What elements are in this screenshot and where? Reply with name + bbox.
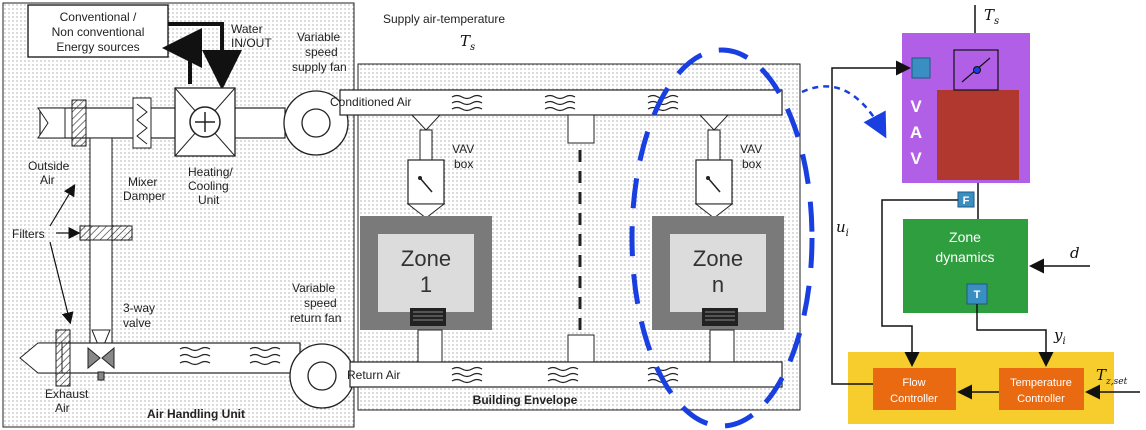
vav-letter-3: V bbox=[910, 149, 922, 168]
mixing-duct-vertical bbox=[89, 137, 113, 349]
flow-controller-block bbox=[873, 368, 956, 410]
water-out-arrow bbox=[162, 28, 202, 84]
setpoint-label: Tz,set bbox=[1096, 366, 1128, 387]
temperature-controller-label-1: Temperature bbox=[1010, 377, 1072, 389]
zone-1-interior bbox=[378, 234, 474, 312]
return-duct-building bbox=[349, 361, 783, 388]
energy-sources-label-3: Energy sources bbox=[56, 40, 139, 54]
zone-1-label: Zone bbox=[401, 246, 451, 271]
supply-fan-label-2: speed bbox=[305, 45, 338, 59]
yi-feedback-line bbox=[976, 304, 1054, 367]
return-duct-ahu bbox=[39, 342, 301, 374]
ui-control-line bbox=[831, 60, 911, 385]
valve-label-2: valve bbox=[123, 316, 151, 330]
highlight-pointer-arrow bbox=[801, 85, 887, 139]
filter-element bbox=[79, 225, 133, 241]
water-label-1: Water bbox=[231, 22, 263, 36]
valve-label-1: 3-way bbox=[123, 301, 155, 315]
control-loop-panel: Ts V A V F Zone dynamics T d Flow Contro… bbox=[831, 5, 1140, 424]
outside-air-label-1: Outside bbox=[28, 159, 70, 173]
zone-n-label: Zone bbox=[693, 246, 743, 271]
vav-damper-icon bbox=[953, 49, 999, 91]
heating-label-2: Cooling bbox=[188, 179, 229, 193]
return-air-label: Return Air bbox=[347, 368, 400, 382]
outside-air-inlet bbox=[37, 107, 66, 139]
vav-box-1-label-1: VAV bbox=[452, 142, 474, 156]
zone-n-interior bbox=[670, 234, 766, 312]
yi-label: yi bbox=[1053, 326, 1066, 347]
return-fan-label-1: Variable bbox=[292, 281, 335, 295]
vav-box-zone-n bbox=[695, 159, 733, 205]
return-fan-label-2: speed bbox=[304, 296, 337, 310]
energy-sources-label-1: Conventional / bbox=[60, 10, 137, 24]
temperature-sensor-label: T bbox=[974, 289, 981, 301]
exhaust-label-2: Air bbox=[55, 401, 70, 415]
filters-label: Filters bbox=[12, 227, 45, 241]
exhaust-label-1: Exhaust bbox=[45, 387, 89, 401]
temperature-controller-block bbox=[999, 368, 1084, 410]
exhaust-damper bbox=[55, 329, 71, 387]
supply-fan-label-1: Variable bbox=[297, 30, 340, 44]
conditioned-air-label: Conditioned Air bbox=[330, 95, 411, 109]
zone-1-return-grille bbox=[410, 308, 446, 326]
three-way-valve bbox=[91, 329, 111, 354]
vav-damper-body bbox=[937, 90, 1019, 180]
heating-label-1: Heating/ bbox=[188, 165, 233, 179]
vav-box-n-label-1: VAV bbox=[740, 142, 762, 156]
building-envelope-title: Building Envelope bbox=[473, 393, 578, 407]
flow-feedback-line bbox=[881, 199, 958, 367]
zone-n-id: n bbox=[712, 272, 724, 297]
mixer-label-2: Damper bbox=[123, 189, 166, 203]
ts-label: Ts bbox=[984, 6, 999, 27]
vav-letter-2: A bbox=[910, 123, 922, 142]
supply-temp-label: Supply air-temperature bbox=[383, 12, 505, 26]
flow-controller-label-2: Controller bbox=[890, 393, 938, 405]
zone-dynamics-label-1: Zone bbox=[949, 229, 981, 245]
water-in-arrow bbox=[168, 22, 242, 90]
vav-box-zone-1 bbox=[407, 159, 445, 205]
temperature-controller-label-2: Controller bbox=[1017, 393, 1065, 405]
flow-controller-label-1: Flow bbox=[902, 377, 925, 389]
heating-label-3: Unit bbox=[198, 193, 220, 207]
energy-sources-box bbox=[27, 4, 169, 58]
building-envelope-panel: Supply air-temperature Ts Conditioned Ai… bbox=[179, 12, 887, 429]
ahu-title: Air Handling Unit bbox=[147, 407, 245, 421]
vav-actuator-icon bbox=[911, 57, 931, 79]
vav-box-1-label-2: box bbox=[454, 157, 473, 171]
zone-n-highlight-ellipse bbox=[629, 47, 815, 429]
ui-label: ui bbox=[836, 218, 849, 239]
disturbance-label: d bbox=[1070, 244, 1080, 262]
mixer-label-1: Mixer bbox=[128, 175, 157, 189]
return-fan-label-3: return fan bbox=[290, 311, 341, 325]
flow-sensor-label: F bbox=[963, 195, 970, 207]
zone-dynamics-label-2: dynamics bbox=[935, 249, 994, 265]
supply-temp-symbol: Ts bbox=[460, 32, 475, 53]
zone-1-id: 1 bbox=[420, 272, 432, 297]
zone-n-return-grille bbox=[702, 308, 738, 326]
vav-box-n-label-2: box bbox=[742, 157, 761, 171]
zone-dynamics-block bbox=[903, 219, 1028, 313]
water-label-2: IN/OUT bbox=[231, 36, 272, 50]
air-handling-unit-panel: Conventional / Non conventional Energy s… bbox=[2, 2, 355, 428]
supply-fan-label-3: supply fan bbox=[292, 60, 347, 74]
vav-letter-1: V bbox=[910, 97, 922, 116]
outside-air-damper bbox=[71, 99, 87, 147]
outside-air-label-2: Air bbox=[40, 173, 55, 187]
energy-sources-label-2: Non conventional bbox=[52, 25, 145, 39]
